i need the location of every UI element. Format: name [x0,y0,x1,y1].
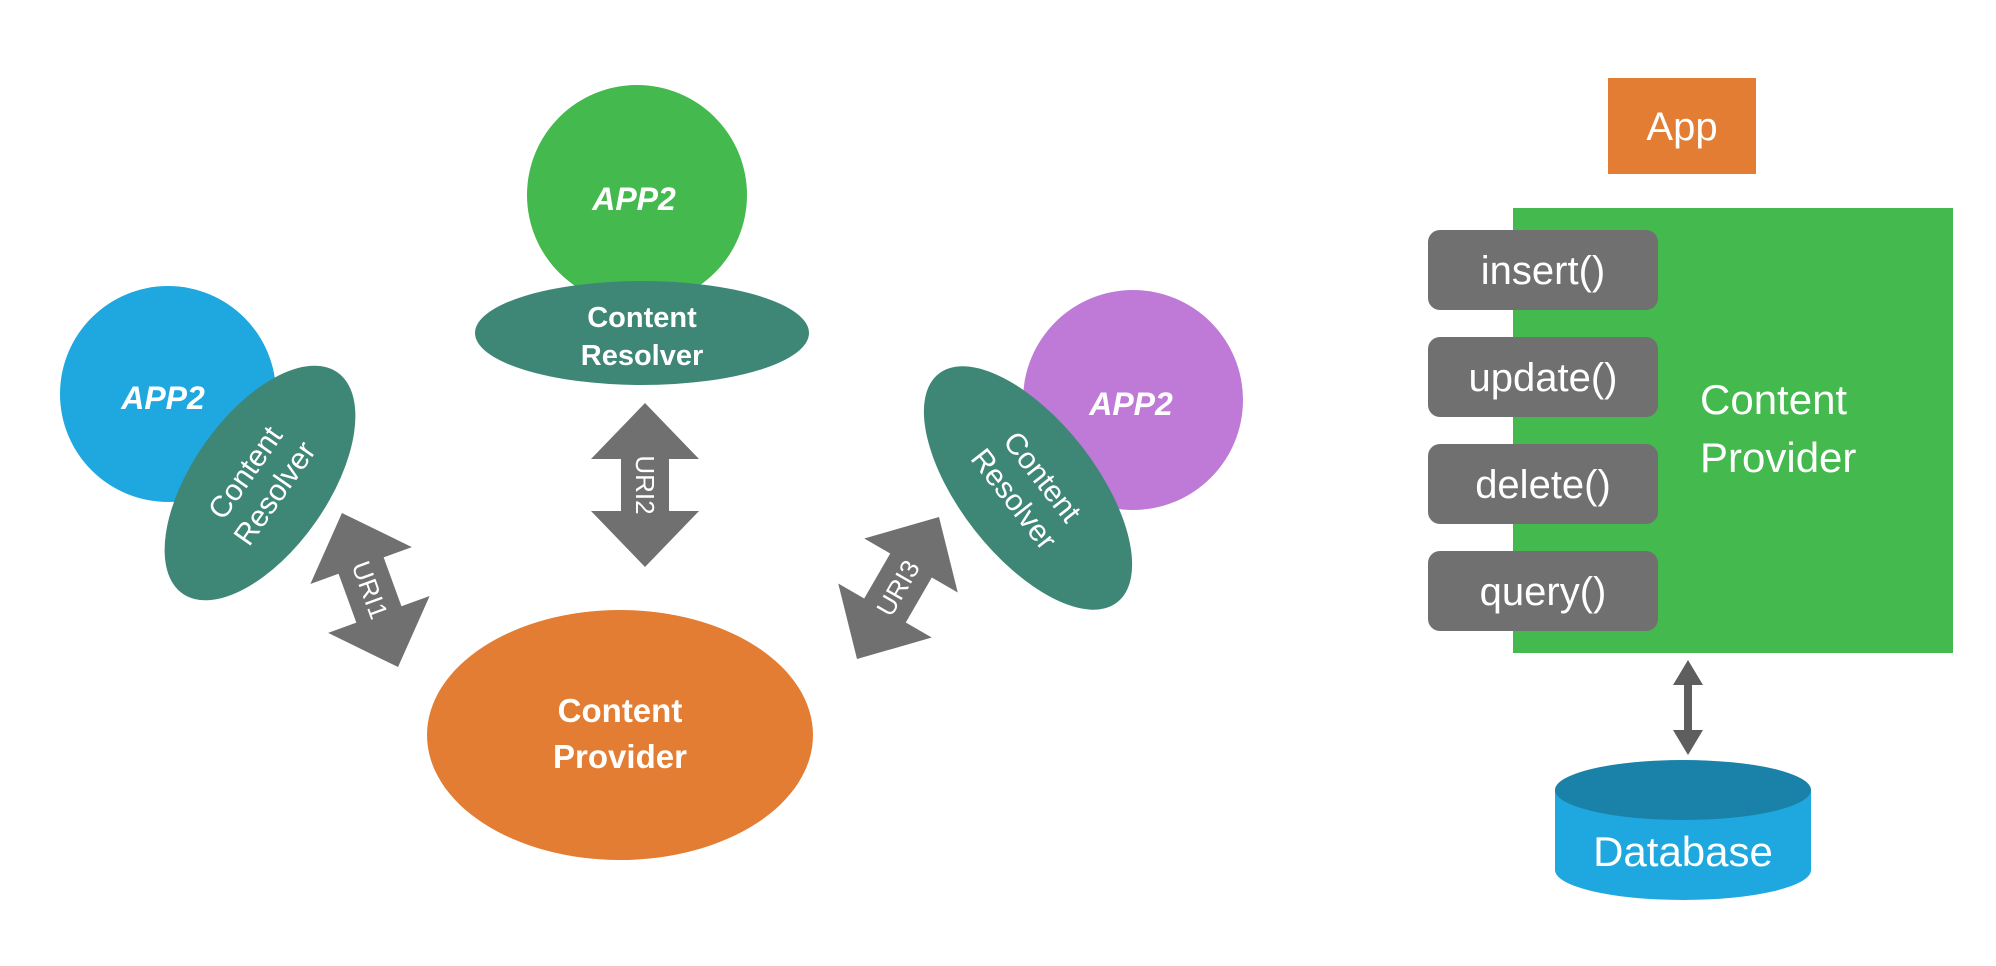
method-insert-box [1428,230,1658,310]
provider-database-arrow-icon [1673,660,1703,755]
app2-label-purple: APP2 [1088,386,1173,422]
method-delete-label: delete() [1475,463,1611,507]
provider-right-line2: Provider [1700,434,1856,481]
uri2-label: URI2 [630,455,660,514]
method-query-label: query() [1480,570,1607,614]
provider-left-line2: Provider [553,738,687,775]
content-resolver-ellipse-top [475,281,809,385]
app2-label-blue: APP2 [120,380,205,416]
app-box-label: App [1646,105,1717,149]
content-resolver-ellipse-left [164,365,356,601]
database-label: Database [1593,828,1773,875]
content-provider-ellipse [427,610,813,860]
resolver-top-line1: Content [587,302,697,334]
method-insert-label: insert() [1481,249,1605,293]
method-list: insert() update() delete() query() [1428,230,1658,631]
resolver-top-line2: Resolver [581,340,704,372]
method-update-box [1428,337,1658,417]
method-delete-box [1428,444,1658,524]
method-update-label: update() [1469,356,1618,400]
method-query-box [1428,551,1658,631]
app2-label-green: APP2 [591,181,676,217]
left-diagram: Content Resolver Content Resolver Conten… [60,85,1243,860]
content-resolver-ellipse-right [923,366,1133,610]
database-cylinder [1555,760,1811,900]
provider-right-line1: Content [1700,376,1847,423]
app2-circle-green [527,85,747,305]
app-box [1608,78,1756,174]
right-diagram: App Content Provider insert() update() d… [1428,78,1953,900]
provider-left-line1: Content [558,692,683,729]
